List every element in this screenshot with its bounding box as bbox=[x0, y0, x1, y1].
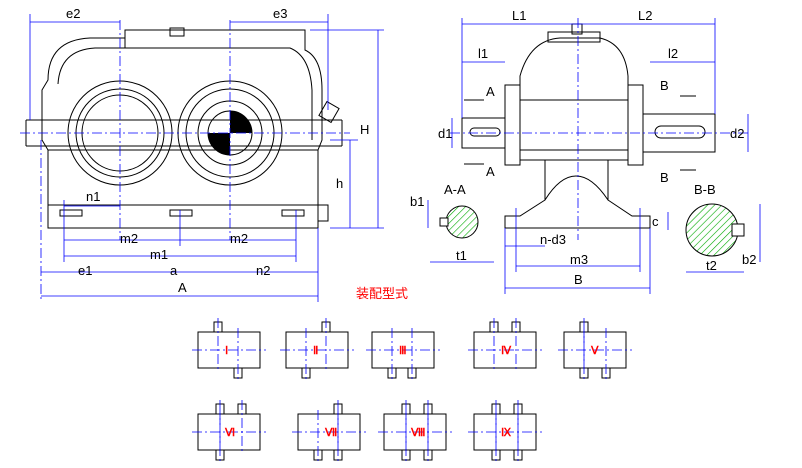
svg-text:t2: t2 bbox=[706, 258, 717, 273]
dim-t2: t2 bbox=[706, 258, 717, 273]
dim-b1: b1 bbox=[410, 194, 424, 209]
svg-text:m1: m1 bbox=[150, 247, 168, 262]
svg-text:n2: n2 bbox=[256, 263, 270, 278]
assembly-form-label: Ⅴ bbox=[590, 345, 599, 357]
front-housing bbox=[25, 27, 343, 229]
dim-l2: l2 bbox=[668, 46, 678, 61]
dim-t1: t1 bbox=[456, 248, 467, 263]
dim-A: A bbox=[178, 280, 187, 295]
section-aa-view: A-A b1 t1 bbox=[410, 182, 494, 263]
assembly-form-5: Ⅴ bbox=[558, 318, 632, 382]
svg-text:L1: L1 bbox=[512, 8, 526, 23]
dim-m2-right: m2 bbox=[230, 231, 248, 246]
assembly-form-label: Ⅶ bbox=[324, 427, 337, 439]
assembly-form-label: Ⅷ bbox=[410, 427, 426, 439]
dim-L2: L2 bbox=[638, 8, 652, 23]
section-bb-view: B-B b2 t2 bbox=[685, 182, 761, 273]
dim-b2: b2 bbox=[742, 252, 756, 267]
assembly-form-list: Ⅰ Ⅱ Ⅲ Ⅳ Ⅴ Ⅵ Ⅶ Ⅷ Ⅸ bbox=[192, 318, 632, 464]
svg-text:e1: e1 bbox=[78, 263, 92, 278]
front-right-dimensions: H h bbox=[310, 29, 384, 229]
svg-text:l2: l2 bbox=[668, 46, 678, 61]
assembly-form-2: Ⅱ bbox=[280, 318, 354, 382]
assembly-form-6: Ⅵ bbox=[192, 400, 266, 464]
svg-text:B-B: B-B bbox=[694, 182, 716, 197]
svg-text:e2: e2 bbox=[66, 6, 80, 21]
dim-m1: m1 bbox=[150, 247, 168, 262]
svg-text:n1: n1 bbox=[86, 189, 100, 204]
svg-text:m2: m2 bbox=[120, 231, 138, 246]
svg-text:H: H bbox=[360, 122, 369, 137]
dim-n-d3: n-d3 bbox=[540, 232, 566, 247]
assembly-form-label: Ⅳ bbox=[501, 345, 512, 357]
svg-text:l1: l1 bbox=[478, 46, 488, 61]
section-A-bottom: A bbox=[486, 164, 495, 179]
svg-text:d1: d1 bbox=[438, 126, 452, 141]
svg-text:h: h bbox=[336, 176, 343, 191]
section-markers: A A B B bbox=[464, 78, 696, 185]
svg-text:m3: m3 bbox=[570, 252, 588, 267]
section-B-top: B bbox=[660, 78, 669, 93]
svg-text:L2: L2 bbox=[638, 8, 652, 23]
side-housing bbox=[504, 23, 651, 229]
front-bottom-dimensions: n1 m2 m2 m1 e1 a n2 A bbox=[41, 189, 319, 302]
front-top-dimensions: e2 e3 bbox=[29, 6, 329, 120]
dim-c: c bbox=[652, 214, 659, 229]
assembly-form-9: Ⅸ bbox=[468, 400, 542, 464]
svg-text:b1: b1 bbox=[410, 194, 424, 209]
assembly-title: 装配型式 bbox=[356, 286, 408, 301]
side-bottom-dimensions: c n-d3 m3 B bbox=[504, 208, 669, 294]
assembly-form-1: Ⅰ bbox=[192, 318, 266, 382]
dim-n2: n2 bbox=[256, 263, 270, 278]
svg-text:a: a bbox=[170, 263, 178, 278]
svg-text:b2: b2 bbox=[742, 252, 756, 267]
assembly-form-4: Ⅳ bbox=[468, 318, 542, 372]
assembly-forms: 装配型式 Ⅰ Ⅱ Ⅲ Ⅳ Ⅴ Ⅵ Ⅶ Ⅷ Ⅸ bbox=[192, 286, 632, 464]
dim-h: h bbox=[336, 176, 343, 191]
assembly-form-8: Ⅷ bbox=[378, 400, 452, 464]
dim-a: a bbox=[170, 263, 178, 278]
svg-text:装配型式: 装配型式 bbox=[356, 286, 408, 301]
dim-B-width: B bbox=[574, 272, 583, 287]
svg-text:c: c bbox=[652, 214, 659, 229]
svg-text:e3: e3 bbox=[273, 6, 287, 21]
svg-text:m2: m2 bbox=[230, 231, 248, 246]
svg-text:d2: d2 bbox=[730, 126, 744, 141]
dim-m2-left: m2 bbox=[120, 231, 138, 246]
dim-e3: e3 bbox=[273, 6, 287, 21]
svg-text:A: A bbox=[486, 84, 495, 99]
front-view: e2 e3 H h n1 m2 m2 m1 e1 a n2 bbox=[20, 6, 384, 302]
side-view: L1 L2 l1 l2 A A B B d1 d2 A-A b1 bbox=[410, 8, 761, 294]
section-aa-title: A-A bbox=[444, 182, 466, 197]
assembly-form-7: Ⅶ bbox=[292, 400, 366, 464]
side-top-dimensions: L1 L2 l1 l2 bbox=[461, 8, 716, 118]
dim-n1: n1 bbox=[86, 189, 100, 204]
svg-text:n-d3: n-d3 bbox=[540, 232, 566, 247]
svg-text:t1: t1 bbox=[456, 248, 467, 263]
dim-L1: L1 bbox=[512, 8, 526, 23]
section-bb-title: B-B bbox=[694, 182, 716, 197]
assembly-form-label: Ⅲ bbox=[399, 345, 407, 357]
dim-d2: d2 bbox=[730, 126, 744, 141]
svg-text:A: A bbox=[486, 164, 495, 179]
dim-H: H bbox=[360, 122, 369, 137]
dim-e1: e1 bbox=[78, 263, 92, 278]
svg-text:B: B bbox=[660, 78, 669, 93]
assembly-form-label: Ⅵ bbox=[224, 427, 235, 439]
assembly-form-label: Ⅸ bbox=[501, 427, 512, 439]
section-B-bottom: B bbox=[660, 170, 669, 185]
dim-e2: e2 bbox=[66, 6, 80, 21]
svg-text:B: B bbox=[574, 272, 583, 287]
assembly-form-label: Ⅰ bbox=[225, 345, 228, 357]
assembly-form-label: Ⅱ bbox=[313, 345, 318, 357]
dim-l1: l1 bbox=[478, 46, 488, 61]
svg-text:B: B bbox=[660, 170, 669, 185]
svg-text:A-A: A-A bbox=[444, 182, 466, 197]
dim-m3: m3 bbox=[570, 252, 588, 267]
assembly-form-3: Ⅲ bbox=[366, 328, 440, 382]
dim-d1: d1 bbox=[438, 126, 452, 141]
svg-text:A: A bbox=[178, 280, 187, 295]
section-A-top: A bbox=[486, 84, 495, 99]
